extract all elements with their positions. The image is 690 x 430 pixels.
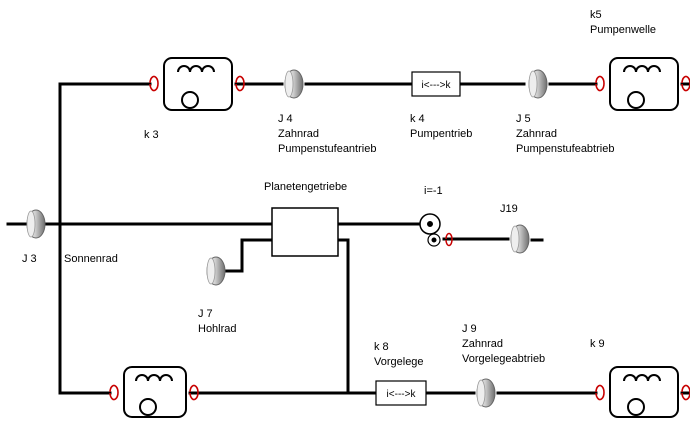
flange-left <box>595 75 605 92</box>
inertia-j3[interactable] <box>26 209 46 239</box>
shaft-planet-down <box>338 238 350 395</box>
planetary-gearbox[interactable] <box>271 207 339 257</box>
label-j3: J 3 <box>22 253 37 265</box>
ratio-label-pumpentrieb: i<--->k <box>422 80 452 91</box>
spring-k3[interactable] <box>149 57 245 111</box>
label-k5-name: Pumpenwelle <box>590 24 656 36</box>
spring-k5[interactable] <box>595 57 690 111</box>
label-k8-id: k 8 <box>374 341 389 353</box>
label-k3: k 3 <box>144 129 159 141</box>
label-j4-name: Pumpenstufeantrieb <box>278 143 376 155</box>
flange-right <box>189 384 199 401</box>
label-k9: k 9 <box>590 338 605 350</box>
inertia-j4[interactable] <box>284 69 304 99</box>
label-sonnenrad: Sonnenrad <box>64 253 118 265</box>
label-j19: J19 <box>500 203 518 215</box>
inverter-block[interactable] <box>419 213 453 247</box>
label-j9-type: Zahnrad <box>462 338 503 350</box>
label-j7-id: J 7 <box>198 308 213 320</box>
label-k8-name: Vorgelege <box>374 356 424 368</box>
label-j7-name: Hohlrad <box>198 323 237 335</box>
spring-k9[interactable] <box>595 366 690 418</box>
label-ratio-inverse: i=-1 <box>424 185 443 197</box>
spring-bottom-left[interactable] <box>109 366 199 418</box>
flange-left <box>109 384 119 401</box>
label-j9-id: J 9 <box>462 323 477 335</box>
flange-left <box>149 75 159 92</box>
label-k4-id: k 4 <box>410 113 425 125</box>
label-j4-type: Zahnrad <box>278 128 319 140</box>
connection-lines <box>6 82 690 395</box>
inertia-j7[interactable] <box>206 256 226 286</box>
inertia-j19[interactable] <box>510 224 530 254</box>
ratio-label-vorgelege: i<--->k <box>387 389 417 400</box>
label-k5-id: k5 <box>590 9 602 21</box>
label-j5-id: J 5 <box>516 113 531 125</box>
inertia-j9[interactable] <box>476 378 496 408</box>
label-planetengetriebe: Planetengetriebe <box>264 181 347 193</box>
label-j4-id: J 4 <box>278 113 293 125</box>
transmission-vorgelege[interactable]: i<--->k <box>375 380 427 406</box>
label-j5-type: Zahnrad <box>516 128 557 140</box>
flange-left <box>595 384 605 401</box>
shaft-hohlrad <box>224 238 274 273</box>
flange-right <box>235 75 245 92</box>
label-k4-name: Pumpentrieb <box>410 128 472 140</box>
labels: k5 Pumpenwelle k 3 J 4 Zahnrad Pumpenstu… <box>22 9 656 368</box>
inertia-j5[interactable] <box>528 69 548 99</box>
label-j9-name: Vorgelegeabtrieb <box>462 353 545 365</box>
flange-inverter <box>445 232 453 247</box>
label-j5-name: Pumpenstufeabtrieb <box>516 143 614 155</box>
transmission-pumpentrieb[interactable]: i<--->k <box>411 71 461 97</box>
